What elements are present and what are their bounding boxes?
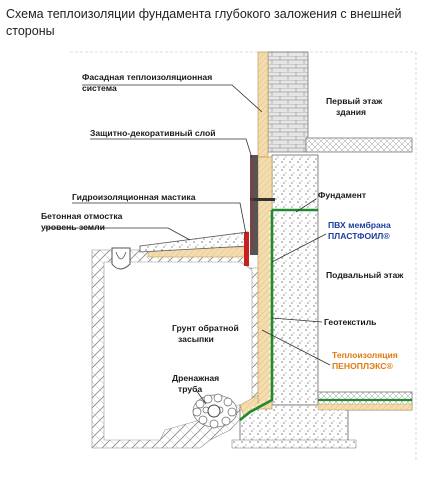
- geotextile: [247, 212, 271, 411]
- label-facade-system-2: система: [82, 83, 117, 93]
- leader-geotextile: [271, 317, 323, 323]
- vertical-insulation: [257, 156, 273, 410]
- label-facade-system-1: Фасадная теплоизоляционная: [82, 72, 212, 82]
- label-insulation-1: Теплоизоляция: [332, 350, 398, 360]
- label-first-floor-2: здания: [336, 107, 366, 117]
- label-pvc-membrane-2: ПЛАСТФОИЛ®: [328, 231, 390, 241]
- protective-decorative-layer: [250, 155, 258, 255]
- leader-protective: [90, 138, 253, 159]
- leader-foundation: [295, 198, 317, 213]
- mastic-mark: [244, 232, 249, 266]
- label-mastic: Гидроизоляционная мастика: [72, 192, 196, 202]
- facade-insulation: [257, 51, 269, 158]
- leader-drain: [195, 389, 207, 405]
- diagram-caption: Схема теплоизоляции фундамента глубокого…: [6, 7, 402, 38]
- leader-blind-area: [45, 227, 191, 241]
- leader-mastic: [72, 202, 247, 235]
- drain-pipe: [192, 393, 238, 429]
- label-geotextile: Геотекстиль: [324, 317, 376, 327]
- label-ground-level: уровень земли: [41, 222, 105, 232]
- label-drain-2: труба: [178, 384, 202, 394]
- leader-facade: [82, 84, 263, 113]
- label-protective-layer: Защитно-декоративный слой: [90, 128, 216, 138]
- label-pvc-membrane-1: ПВХ мембрана: [328, 220, 391, 230]
- label-insulation-2: ПЕНОПЛЭКС®: [332, 361, 393, 371]
- label-drain-1: Дренажная: [172, 373, 219, 383]
- floor-slab: [305, 137, 413, 153]
- label-backfill-1: Грунт обратной: [172, 323, 239, 333]
- label-foundation: Фундамент: [318, 190, 366, 200]
- label-basement: Подвальный этаж: [326, 270, 404, 280]
- foundation-wall: [271, 154, 319, 406]
- label-first-floor-1: Первый этаж: [326, 96, 383, 106]
- leader-insulation: [261, 329, 331, 366]
- surface-drain-tray: [111, 247, 131, 270]
- footing: [239, 404, 349, 446]
- footing-base: [231, 439, 357, 449]
- pvc-membrane: [239, 210, 274, 422]
- leader-pvc: [271, 233, 327, 263]
- slab-insulation: [317, 403, 413, 411]
- label-backfill-2: засыпки: [178, 334, 214, 344]
- brick-wall: [267, 51, 309, 153]
- label-blind-area: Бетонная отмостка: [41, 211, 123, 221]
